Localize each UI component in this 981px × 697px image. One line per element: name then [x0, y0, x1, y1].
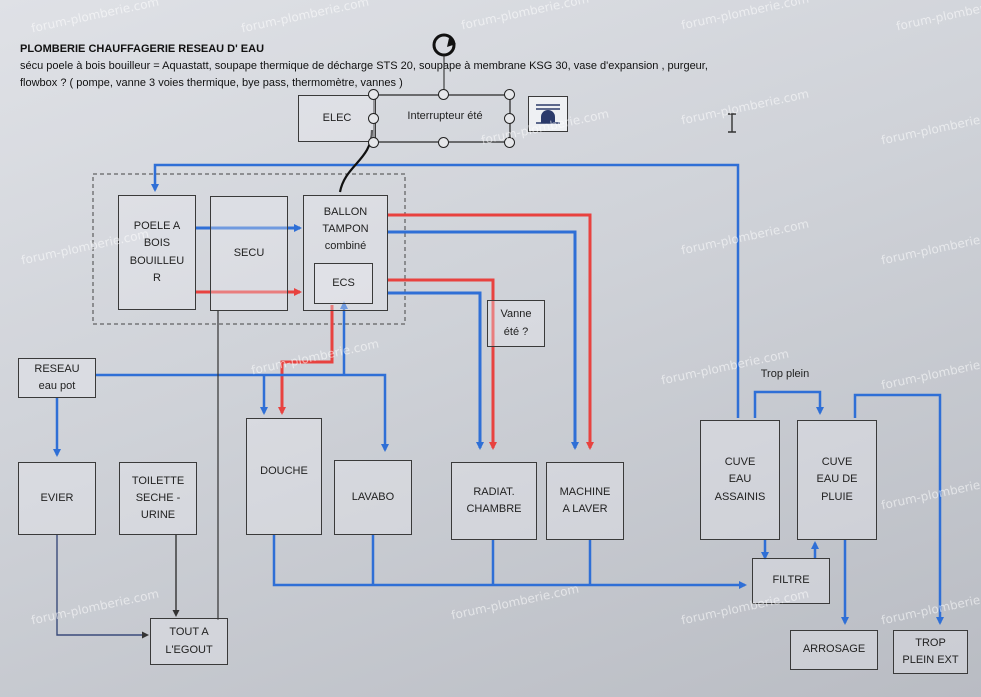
pipe-greywater: [272, 535, 747, 589]
filtre-box[interactable]: FILTRE: [752, 558, 830, 604]
layout-options-icon[interactable]: [528, 96, 568, 132]
pipe-hot-machine: [388, 213, 594, 450]
arrosage-box[interactable]: ARROSAGE: [790, 630, 878, 670]
resize-handle[interactable]: [368, 137, 379, 148]
layout-options-glyph: [536, 104, 560, 124]
resize-handle[interactable]: [504, 137, 515, 148]
trop-plein-label: Trop plein: [760, 368, 810, 380]
header-line-2: flowbox ? ( pompe, vanne 3 voies thermiq…: [20, 77, 403, 89]
cuve-pluie-box[interactable]: CUVE EAU DE PLUIE: [797, 420, 877, 540]
egout-box[interactable]: TOUT A L'EGOUT: [150, 618, 228, 665]
ballon-box[interactable]: BALLON TAMPON combiné: [303, 195, 388, 311]
pipe-cold-machine: [388, 230, 579, 450]
resize-handle[interactable]: [504, 113, 515, 124]
drain-evier: [56, 535, 149, 639]
pipe-hot-douche: [278, 305, 334, 415]
pipe-cold-main: [95, 373, 389, 452]
header-line-1: sécu poele à bois bouilleur = Aquastatt,…: [20, 60, 708, 72]
radiat-box[interactable]: RADIAT. CHAMBRE: [451, 462, 537, 540]
elec-box[interactable]: ELEC: [298, 95, 376, 142]
trop-plein-ext-box[interactable]: TROP PLEIN EXT: [893, 630, 968, 674]
interrupteur-box[interactable]: Interrupteur été: [407, 110, 483, 123]
rotate-arrow-icon: [447, 38, 456, 47]
douche-box[interactable]: DOUCHE: [246, 418, 322, 535]
cuve-assainis-box[interactable]: CUVE EAU ASSAINIS: [700, 420, 780, 540]
reseau-box[interactable]: RESEAU eau pot: [18, 358, 96, 398]
lavabo-box[interactable]: LAVABO: [334, 460, 412, 535]
machine-box[interactable]: MACHINE A LAVER: [546, 462, 624, 540]
pipe-greywater-branches: [371, 535, 592, 585]
resize-handle[interactable]: [504, 89, 515, 100]
header-title: PLOMBERIE CHAUFFAGERIE RESEAU D' EAU: [20, 43, 265, 55]
pipe-return-to-poele: [151, 163, 740, 418]
vanne-box[interactable]: Vanne été ?: [487, 300, 545, 347]
ecs-box[interactable]: ECS: [314, 263, 373, 304]
evier-box[interactable]: EVIER: [18, 462, 96, 535]
resize-handle[interactable]: [368, 113, 379, 124]
secu-box[interactable]: SECU: [210, 196, 288, 311]
resize-handle[interactable]: [368, 89, 379, 100]
toilette-box[interactable]: TOILETTE SECHE - URINE: [119, 462, 197, 535]
pipe-trop-plein: [753, 390, 824, 418]
resize-handle[interactable]: [438, 89, 449, 100]
resize-handle[interactable]: [438, 137, 449, 148]
pipe-trop-plein-ext: [853, 393, 944, 625]
text-cursor-icon: [728, 113, 736, 133]
pipe-hot-radiat: [388, 278, 497, 450]
poele-box[interactable]: POELE A BOIS BOUILLEU R: [118, 195, 196, 310]
pipe-cold-radiat: [388, 291, 484, 450]
boiler-group-frame: [92, 173, 406, 325]
